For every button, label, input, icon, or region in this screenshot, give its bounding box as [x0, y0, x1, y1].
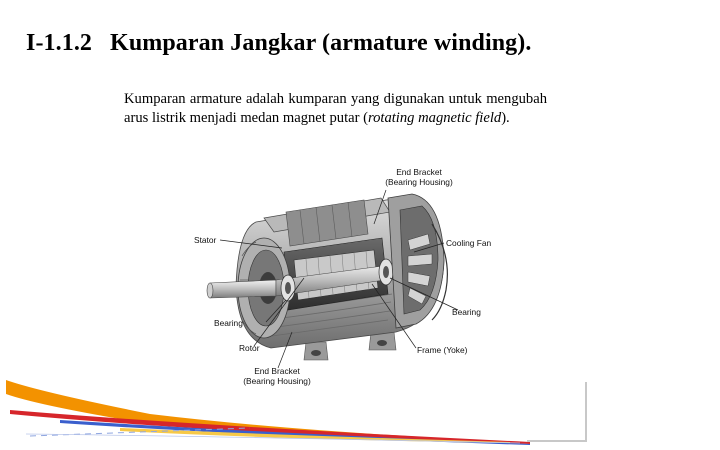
motor-illustration	[206, 189, 459, 369]
paragraph-text: Kumparan armature adalah kumparan yang d…	[124, 91, 547, 126]
end-bracket-bottom-line1: End Bracket	[254, 366, 300, 376]
paragraph-text-end: ).	[501, 110, 510, 126]
frame-yoke-label: Frame (Yoke)	[417, 345, 468, 355]
cooling-fan-label: Cooling Fan	[446, 238, 492, 248]
bearing-right-label: Bearing	[452, 307, 481, 317]
body-paragraph: Kumparan armature adalah kumparan yang d…	[124, 90, 547, 128]
end-bracket-bottom-line2: (Bearing Housing)	[243, 376, 311, 386]
section-title: Kumparan Jangkar (armature winding).	[110, 30, 532, 56]
stator-label: Stator	[194, 235, 217, 245]
end-bracket-top-label: End Bracket (Bearing Housing)	[368, 167, 470, 187]
section-number: I-1.1.2	[26, 30, 93, 56]
motor-cutaway-figure: End Bracket (Bearing Housing) Stator Coo…	[176, 160, 534, 392]
section-heading: I-1.1.2 Kumparan Jangkar (armature windin…	[26, 30, 531, 57]
end-bracket-top-line1: End Bracket	[396, 167, 442, 177]
end-bracket-top-line2: (Bearing Housing)	[385, 177, 453, 187]
rotor-label: Rotor	[239, 343, 260, 353]
bearing-left-label: Bearing	[214, 318, 243, 328]
paragraph-italic-term: rotating magnetic field	[367, 110, 502, 126]
footer-swoosh-decoration	[6, 380, 530, 445]
footer-frame-corner	[527, 382, 587, 442]
end-bracket-bottom-label: End Bracket (Bearing Housing)	[224, 366, 330, 386]
